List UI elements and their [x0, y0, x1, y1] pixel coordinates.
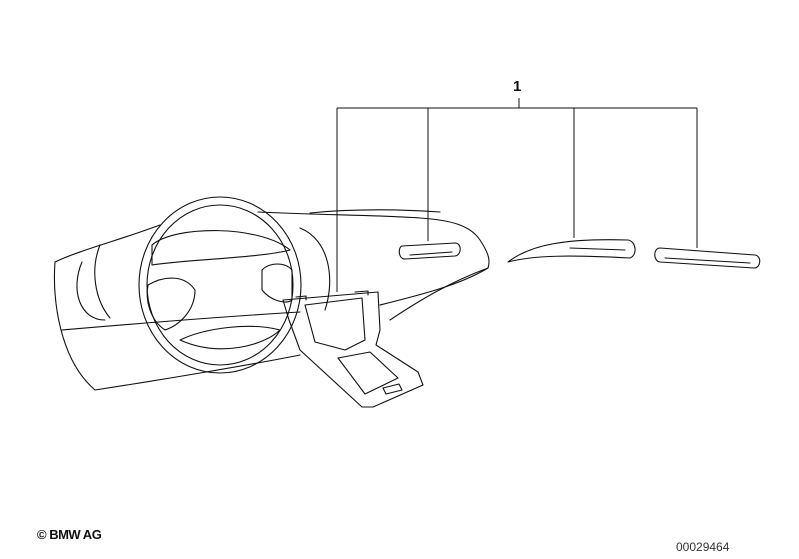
- steering-wheel-illustration: [138, 196, 302, 374]
- copyright-text: © BMW AG: [37, 527, 102, 542]
- trim-strip-curved[interactable]: [507, 239, 636, 263]
- dashboard-illustration: [53, 209, 490, 391]
- callout-label-1: 1: [513, 78, 522, 95]
- trim-strip-glovebox[interactable]: [398, 242, 461, 260]
- trim-strip-straight[interactable]: [654, 247, 761, 269]
- center-console-trim[interactable]: [282, 290, 424, 408]
- callout-leader-lines: [336, 98, 698, 292]
- diagram-id: 00029464: [676, 540, 730, 554]
